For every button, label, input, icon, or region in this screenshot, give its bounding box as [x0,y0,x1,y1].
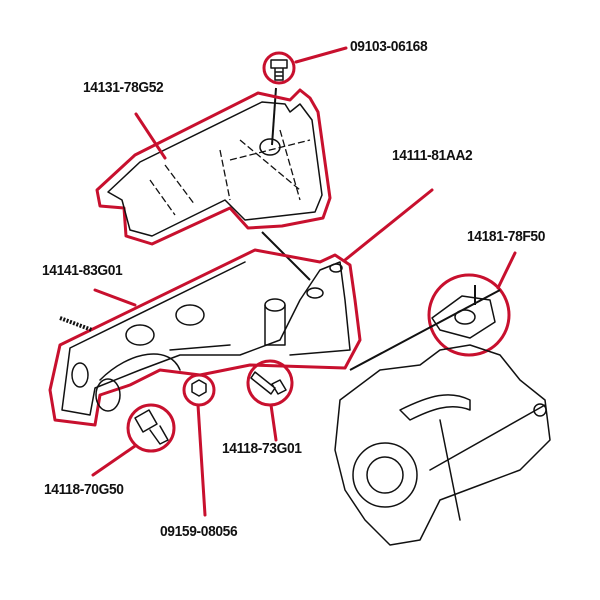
stud-bolt-70g50-icon [126,403,176,453]
part-label-14131-78G52: 14131-78G52 [83,79,164,96]
part-label-14181-78F50: 14181-78F50 [467,228,546,245]
part-label-14111-81AA2: 14111-81AA2 [392,147,473,164]
heat-shield-icon [95,88,332,281]
part-label-14141-83G01: 14141-83G01 [42,262,123,279]
turbocharger-icon [334,344,551,546]
nut-icon [182,373,216,407]
part-label-14118-70G50: 14118-70G50 [44,481,124,498]
part-label-14118-73G01: 14118-73G01 [222,440,302,457]
part-label-09103-06168: 09103-06168 [350,38,428,55]
gasket-icon [349,273,511,371]
leader-lines [91,46,517,517]
part-label-09159-08056: 09159-08056 [160,523,238,540]
stud-bolt-73g01-icon [246,359,294,407]
